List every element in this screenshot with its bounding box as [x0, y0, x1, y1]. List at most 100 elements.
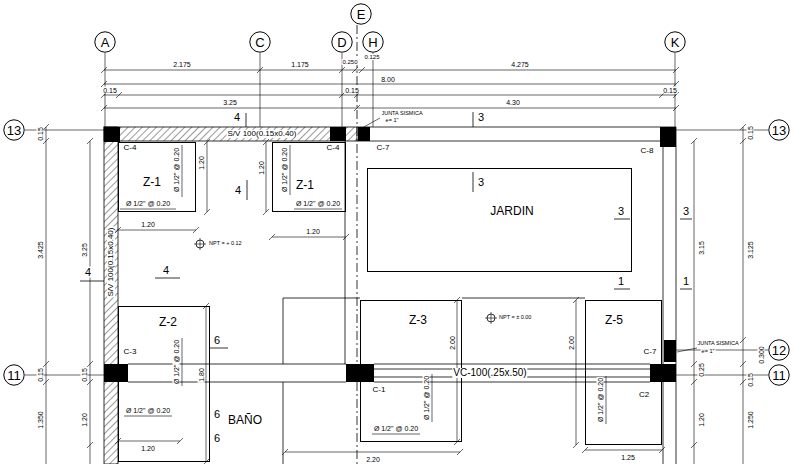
- label-holder: Ø 1/2" @ 0.20: [597, 377, 604, 423]
- label-holder: NPT = + 0.12: [208, 241, 243, 247]
- garden-outline: JARDIN: [367, 168, 632, 272]
- dimension-line: [46, 127, 47, 464]
- label-holder: C-4: [326, 144, 341, 152]
- element-label: C2: [638, 391, 650, 399]
- rebar-line: [120, 209, 176, 210]
- grid-label: 13: [772, 124, 786, 137]
- section-tick: [473, 112, 474, 127]
- dimension-text: 0.15: [747, 372, 754, 388]
- dimension-text: 0.15: [37, 126, 44, 142]
- dimension-tick: [573, 442, 579, 448]
- grid-bubble-circle: [363, 32, 383, 52]
- dimension-tick: [343, 234, 349, 240]
- section-tick: [614, 219, 630, 220]
- dimension-text: 2.00: [568, 335, 575, 351]
- label-holder: 0.15: [37, 367, 44, 383]
- dimension-text: 1.20: [81, 412, 88, 428]
- note-text: JUNTA SISMICA: [380, 111, 423, 117]
- dimension-tick: [87, 379, 93, 385]
- leader-line: [677, 348, 697, 352]
- section-mark: 4: [84, 267, 92, 278]
- grid-line: [676, 375, 768, 376]
- plan-linework: [25, 25, 768, 464]
- area-name: JARDIN: [489, 205, 534, 217]
- label-holder: 1.175: [290, 61, 310, 68]
- dimension-text: 3.25: [222, 99, 238, 106]
- dimension-tick: [454, 439, 460, 445]
- grid-line: [373, 53, 374, 127]
- dimension-tick: [354, 105, 360, 111]
- label-holder: NPT = ± 0.00: [498, 315, 532, 321]
- dimension-tick: [115, 227, 121, 233]
- label-holder: C-7: [376, 144, 391, 152]
- dimension-text: Ø 1/2" @ 0.20: [281, 147, 288, 193]
- label-holder: 3: [617, 206, 625, 217]
- dimension-text: Ø 1/2" @ 0.20: [173, 339, 180, 385]
- label-holder: 1.350: [37, 410, 44, 430]
- grid-label: A: [101, 36, 110, 49]
- label-holder: C-3: [123, 348, 138, 356]
- wall-line: [283, 298, 360, 299]
- note-text: NPT = + 0.12: [208, 241, 243, 247]
- dimension-tick: [43, 361, 49, 367]
- label-holder: 4.275: [510, 61, 530, 68]
- dimension-text: 1.250: [747, 410, 754, 430]
- rebar-line: [290, 145, 291, 195]
- label-holder: 0.15: [747, 372, 754, 388]
- grid-bubble-circle: [769, 120, 789, 140]
- dimension-text: 2.20: [365, 456, 381, 463]
- section-mark: 3: [617, 206, 625, 217]
- label-holder: 3: [477, 112, 485, 123]
- note-text: e= 1": [701, 349, 716, 355]
- dimension-tick: [43, 138, 49, 144]
- label-holder: 0.15: [102, 87, 118, 94]
- footing-label: Z-2: [158, 316, 178, 328]
- wall-line: [128, 364, 346, 365]
- dimension-tick: [101, 105, 107, 111]
- section-mark: 3: [477, 112, 485, 123]
- grid-bubble: D: [331, 31, 353, 53]
- beam-label: VC-100(.25x.50): [452, 368, 527, 378]
- label-holder: 0.15: [662, 87, 678, 94]
- dimension-tick: [352, 67, 358, 73]
- label-holder: 3.25: [222, 99, 238, 106]
- wall-line: [374, 364, 650, 365]
- level-marker-cross-group: [194, 238, 497, 324]
- label-holder: 0.125: [363, 54, 380, 60]
- grid-line: [260, 53, 261, 127]
- dimension-tick: [691, 361, 697, 367]
- label-holder: 0.15: [37, 126, 44, 142]
- dimension-line: [585, 450, 662, 451]
- column-section: [104, 364, 128, 382]
- dimension-tick: [359, 67, 365, 73]
- dimension-tick: [740, 361, 746, 367]
- dimension-text: Ø 1/2" @ 0.20: [423, 375, 430, 421]
- section-tick: [80, 281, 104, 282]
- label-holder: 3: [682, 206, 690, 217]
- grid-bubble: E: [350, 3, 372, 25]
- dimension-text: 3.25: [81, 242, 88, 258]
- footing-box: Z-2: [118, 306, 210, 462]
- dimension-text: Ø 1/2" @ 0.20: [373, 425, 419, 432]
- dimension-text: 1.20: [305, 228, 321, 235]
- wall-line: [283, 382, 284, 464]
- label-holder: 2.00: [449, 335, 456, 351]
- footing-label: Z-5: [604, 314, 624, 326]
- dimension-tick: [87, 138, 93, 144]
- label-holder: Ø 1/2" @ 0.20: [295, 200, 341, 207]
- wall-line: [676, 127, 677, 464]
- rebar-line: [294, 209, 342, 210]
- note-text: 0.125: [363, 54, 380, 60]
- element-label: C-8: [640, 147, 655, 155]
- dimension-tick: [673, 67, 679, 73]
- dimension-tick: [740, 379, 746, 385]
- rebar-line: [606, 376, 607, 424]
- grid-bubble: H: [362, 31, 384, 53]
- grid-label: 13: [7, 124, 21, 137]
- dimension-text: Ø 1/2" @ 0.20: [173, 147, 180, 193]
- section-mark: 6: [213, 335, 221, 346]
- label-holder: 2.175: [172, 61, 192, 68]
- label-holder: 3.425: [37, 240, 44, 260]
- section-mark: 3: [682, 206, 690, 217]
